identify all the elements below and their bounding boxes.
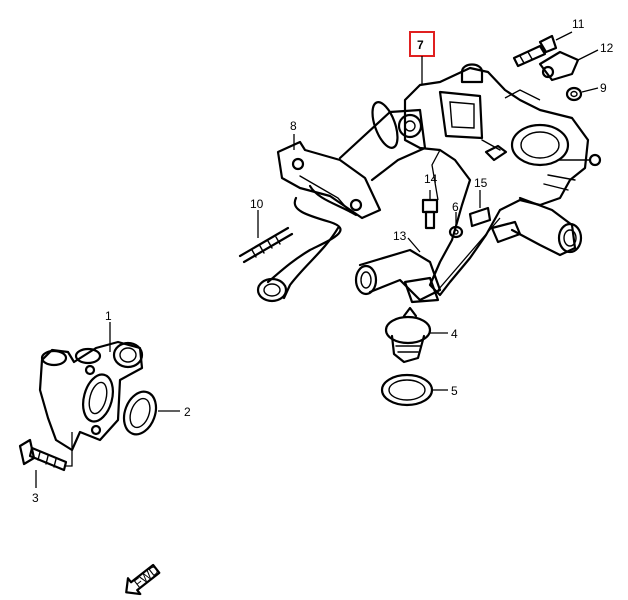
callout-10[interactable]: 10: [250, 197, 264, 211]
callout-13[interactable]: 13: [393, 229, 407, 243]
bent-pipe: [256, 184, 358, 303]
fwd-arrow: FWD: [125, 562, 162, 596]
parts-14-6-15-fasteners: [421, 149, 501, 291]
callout-9[interactable]: 9: [600, 81, 607, 95]
callout-labels: 1 2 3 4 5 6 7 8 9 10 11 12 13 14 15: [32, 17, 614, 505]
part-10-stud: [238, 210, 294, 264]
callout-5[interactable]: 5: [451, 384, 458, 398]
callout-3[interactable]: 3: [32, 491, 39, 505]
part-8-flange: [276, 140, 382, 220]
part-4-thermostat: [384, 306, 448, 364]
fwd-label: FWD: [131, 562, 161, 590]
parts-9-11-12: [504, 31, 599, 102]
part-5-gasket: [380, 373, 448, 407]
callout-14[interactable]: 14: [424, 172, 438, 186]
callout-12[interactable]: 12: [600, 41, 614, 55]
callout-6[interactable]: 6: [452, 200, 459, 214]
part-13-pipe: [354, 237, 442, 304]
parts-1-2-3-housing: [18, 322, 180, 488]
callout-7[interactable]: 7: [417, 38, 424, 52]
callout-8[interactable]: 8: [290, 119, 297, 133]
callout-2[interactable]: 2: [184, 405, 191, 419]
callout-11[interactable]: 11: [572, 17, 585, 31]
housing-assembly: [338, 63, 602, 297]
callout-4[interactable]: 4: [451, 327, 458, 341]
callout-1[interactable]: 1: [105, 309, 112, 323]
callout-15[interactable]: 15: [474, 176, 488, 190]
